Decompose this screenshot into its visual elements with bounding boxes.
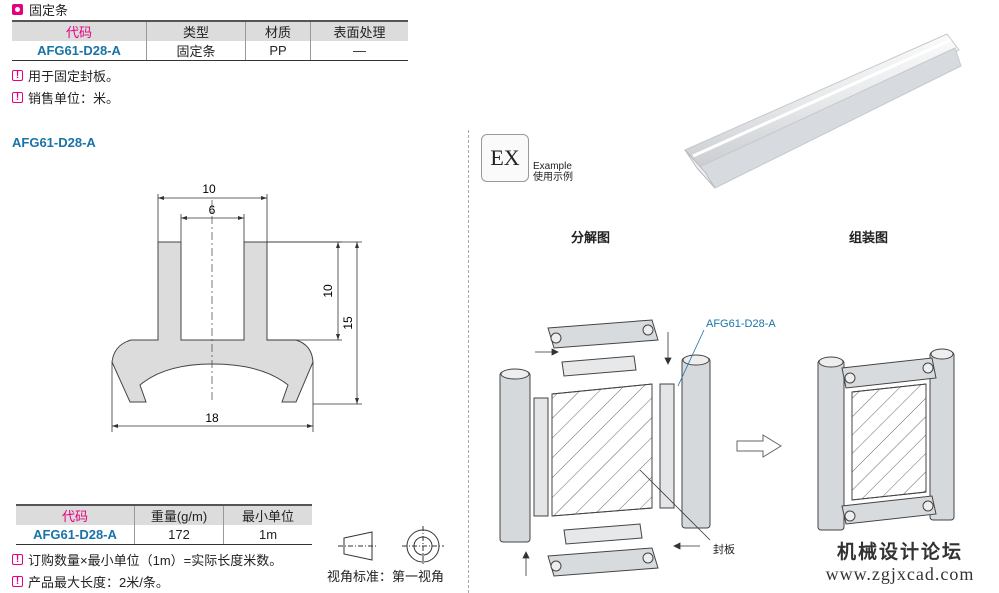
watermark: 机械设计论坛 www.zgjxcad.com — [805, 537, 995, 585]
dim-height-upper: 10 — [321, 284, 335, 298]
weight-cell-code: AFG61-D28-A — [16, 525, 135, 545]
part-label: AFG61-D28-A — [12, 135, 96, 150]
dim-height-total: 15 — [341, 316, 355, 330]
section-bullet-icon — [12, 4, 23, 15]
part-callout: AFG61-D28-A — [706, 318, 776, 330]
note-item: ! 销售单位：米。 — [12, 88, 119, 107]
note-text: 产品最大长度：2米/条。 — [28, 575, 169, 590]
first-angle-projection-icon — [338, 526, 444, 566]
weight-cell-weight: 172 — [134, 525, 224, 545]
note-text: 用于固定封板。 — [28, 69, 120, 84]
dim-slot: 6 — [209, 203, 216, 217]
spec-header-type: 类型 — [146, 20, 246, 41]
watermark-title: 机械设计论坛 — [836, 541, 963, 563]
weight-cell-unit: 1m — [223, 525, 312, 545]
weight-table: 代码 重量(g/m) 最小单位 AFG61-D28-A 172 1m — [16, 504, 312, 545]
exploded-view-heading: 分解图 — [571, 230, 611, 245]
exploded-view-drawing — [499, 319, 711, 577]
spec-cell-material: PP — [245, 41, 311, 61]
note-item: ! 产品最大长度：2米/条。 — [12, 572, 169, 591]
spec-header-material: 材质 — [245, 20, 311, 41]
spec-cell-code: AFG61-D28-A — [12, 41, 147, 61]
assembled-view-heading: 组装图 — [849, 230, 889, 245]
note-text: 销售单位：米。 — [28, 91, 120, 106]
section-divider — [468, 130, 469, 593]
spec-header-finish: 表面处理 — [310, 20, 408, 41]
warning-icon: ! — [12, 576, 23, 587]
profile-drawing: 10 6 10 15 18 — [111, 182, 362, 432]
assembled-view-drawing — [817, 348, 955, 531]
table-row: AFG61-D28-A 固定条 PP — — [12, 41, 408, 61]
spec-table-header: 代码 类型 材质 表面处理 — [12, 20, 408, 41]
note-text: 订购数量×最小单位（1m）=实际长度米数。 — [28, 553, 283, 568]
section-title: 固定条 — [12, 0, 68, 19]
view-standard-label: 视角标准：第一视角 — [327, 569, 445, 584]
warning-icon: ! — [12, 70, 23, 81]
weight-header-weight: 重量(g/m) — [134, 504, 224, 525]
example-caption: Example 使用示例 — [533, 161, 573, 183]
dim-width-top: 10 — [202, 182, 216, 196]
panel-callout: 封板 — [713, 544, 735, 556]
section-title-text: 固定条 — [29, 3, 69, 18]
example-caption-en: Example — [533, 161, 572, 172]
weight-header-unit: 最小单位 — [223, 504, 312, 525]
note-item: ! 订购数量×最小单位（1m）=实际长度米数。 — [12, 550, 282, 569]
spec-cell-finish: — — [310, 41, 408, 61]
example-badge-text: EX — [490, 145, 520, 170]
example-badge: EX — [481, 134, 529, 182]
example-caption-cn: 使用示例 — [533, 172, 573, 183]
warning-icon: ! — [12, 92, 23, 103]
table-row: AFG61-D28-A 172 1m — [16, 525, 312, 545]
spec-header-code: 代码 — [12, 20, 147, 41]
profile-shape — [111, 241, 314, 403]
weight-header-code: 代码 — [16, 504, 135, 525]
warning-icon: ! — [12, 554, 23, 565]
spec-table: 代码 类型 材质 表面处理 AFG61-D28-A 固定条 PP — — [12, 20, 408, 61]
rail-product-image — [684, 33, 962, 189]
note-item: ! 用于固定封板。 — [12, 66, 119, 85]
dim-width-base: 18 — [205, 411, 219, 425]
spec-cell-type: 固定条 — [146, 41, 246, 61]
arrow-right-icon — [736, 434, 782, 458]
weight-table-header: 代码 重量(g/m) 最小单位 — [16, 504, 312, 525]
watermark-url: www.zgjxcad.com — [825, 564, 975, 584]
